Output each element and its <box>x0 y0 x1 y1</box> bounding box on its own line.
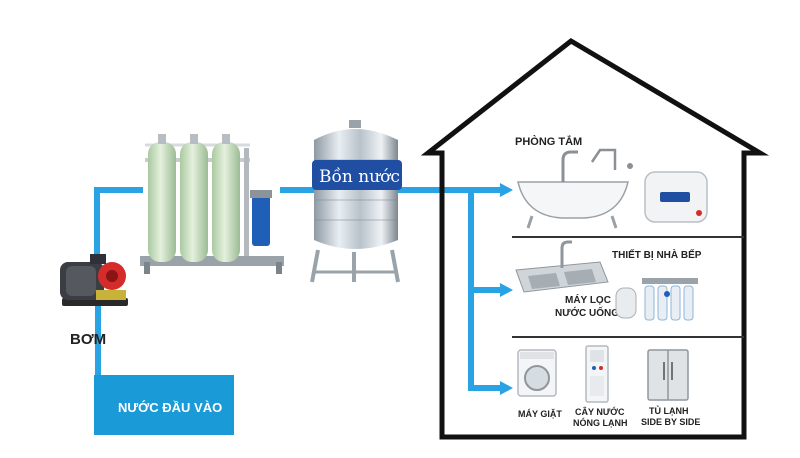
water-heater-icon <box>644 171 708 223</box>
arrow-bathroom-icon <box>500 183 513 197</box>
purifier-label-line1: MÁY LỌC <box>565 293 611 306</box>
water-purifier-icon <box>615 278 698 321</box>
dispenser-label-line2: NÓNG LẠNH <box>573 417 628 428</box>
pump-illustration <box>60 254 128 306</box>
arrow-appliances-icon <box>500 381 513 395</box>
kitchen-sink-icon <box>515 240 609 293</box>
filter-system-illustration <box>140 134 284 274</box>
inlet-label: NƯỚC ĐẦU VÀO <box>118 400 222 415</box>
pipe-pump-to-filter <box>94 187 143 261</box>
purifier-label-line2: NƯỚC UỐNG <box>555 305 619 319</box>
house-outline <box>420 37 770 440</box>
inlet-box <box>94 375 234 435</box>
fridge-label-line2: SIDE BY SIDE <box>641 417 700 427</box>
refrigerator-icon <box>647 349 689 401</box>
washer-label: MÁY GIẶT <box>518 409 562 419</box>
bathtub-icon <box>517 148 633 229</box>
washing-machine-icon <box>517 349 557 397</box>
dispenser-label-line1: CÂY NƯỚC <box>575 406 625 417</box>
water-tank-illustration <box>310 120 402 283</box>
bathroom-label: PHÒNG TẮM <box>515 135 582 148</box>
water-dispenser-icon <box>585 345 609 403</box>
arrow-kitchen-icon <box>500 283 513 297</box>
tank-label: Bồn nước <box>319 167 400 187</box>
pipe-network <box>94 187 508 408</box>
fridge-label-line1: TỦ LẠNH <box>649 405 689 416</box>
kitchen-label: THIẾT BỊ NHÀ BẾP <box>612 248 702 261</box>
pump-label: BƠM <box>70 331 106 348</box>
